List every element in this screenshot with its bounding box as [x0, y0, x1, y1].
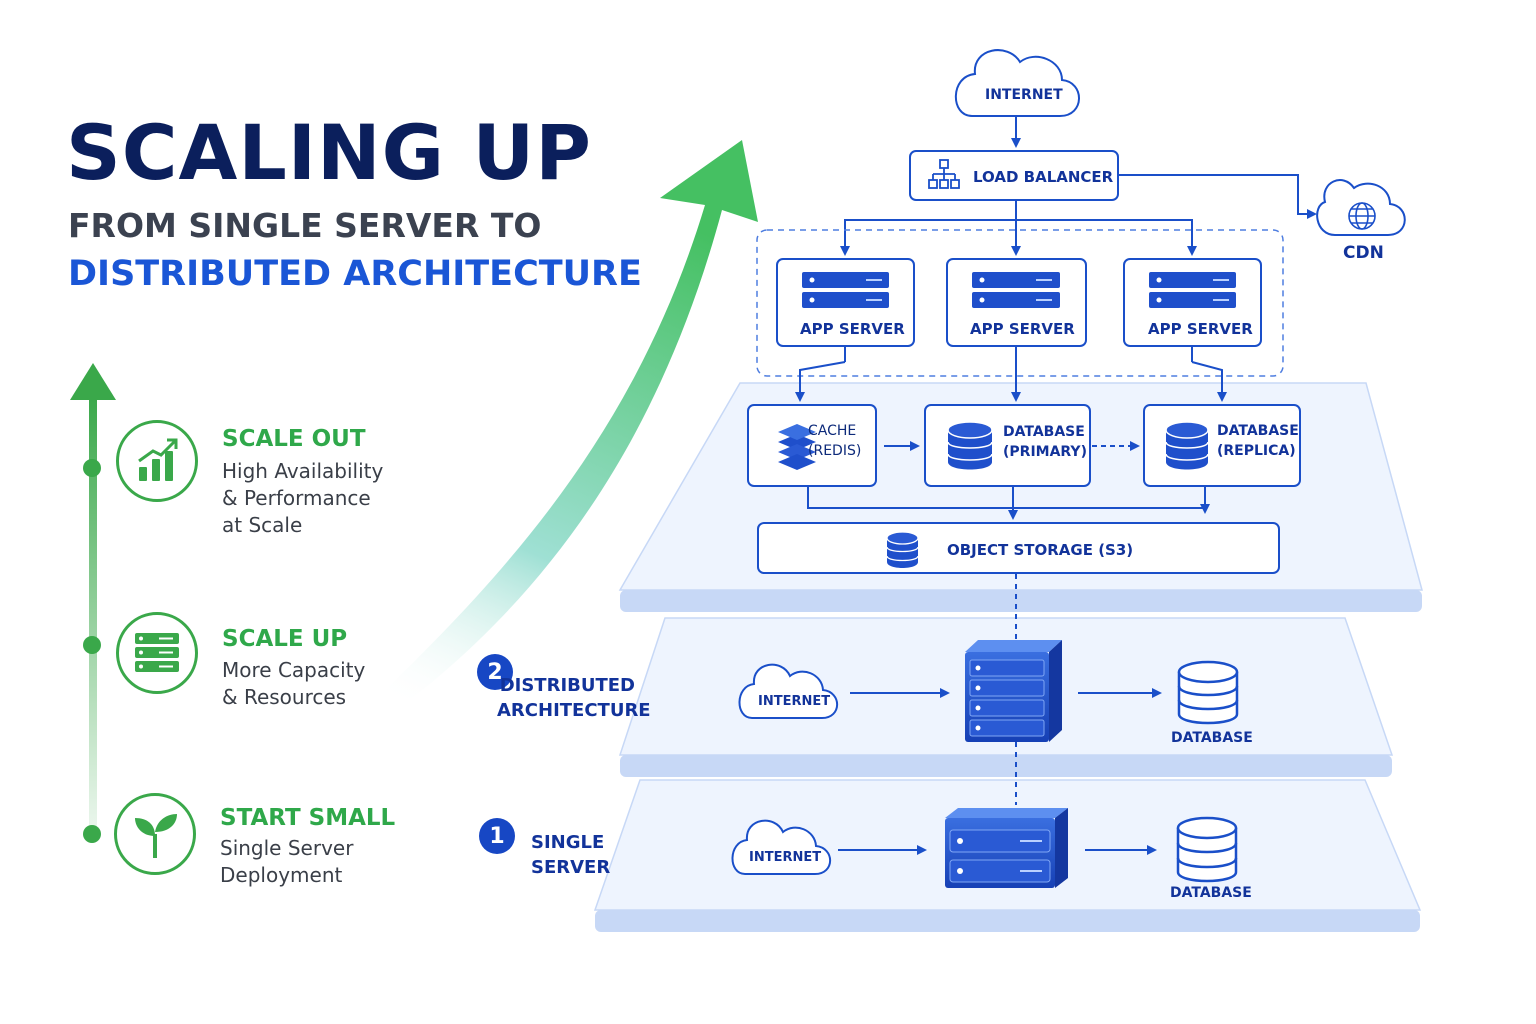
load-balancer-label: LOAD BALANCER — [973, 168, 1114, 186]
l1-internet-label: INTERNET — [749, 850, 822, 865]
l1-internet-cloud — [731, 819, 831, 875]
step-scale-up-desc: More Capacity & Resources — [222, 658, 366, 709]
step-scale-out-desc: High Availability & Performance at Scale — [222, 459, 384, 537]
app-server-label-2: APP SERVER — [970, 320, 1075, 338]
l1-database-icon — [1176, 816, 1238, 883]
app-server-box-1 — [776, 258, 915, 347]
l2-internet-label: INTERNET — [758, 694, 831, 709]
top-internet-cloud — [954, 49, 1080, 117]
scale-up-badge — [116, 612, 198, 694]
database-replica-icon — [1165, 421, 1209, 470]
app-server-box-3 — [1123, 258, 1262, 347]
level-2-number-badge: 2 — [477, 654, 513, 690]
network-tree-icon — [928, 159, 960, 189]
page-title: SCALING UP — [66, 108, 592, 197]
level-1-number-badge: 1 — [479, 818, 515, 854]
subtitle-line-1: FROM SINGLE SERVER TO — [68, 206, 542, 245]
db-primary-label-line-1: DATABASE — [1003, 424, 1085, 440]
db-replica-label-line-2: (REPLICA) — [1217, 443, 1296, 459]
storage-icon — [886, 531, 919, 568]
l2-server-rack-icon — [965, 640, 1062, 742]
l1-server-icon — [945, 808, 1068, 888]
db-replica-label-line-1: DATABASE — [1217, 423, 1299, 439]
scale-out-badge — [116, 420, 198, 502]
l2-database-label: DATABASE — [1171, 730, 1253, 746]
cdn-cloud-icon — [1316, 179, 1406, 236]
l2-database-icon — [1177, 660, 1239, 725]
cache-label-line-2: (REDIS) — [808, 443, 862, 459]
globe-icon — [1348, 202, 1376, 230]
db-replica-box — [1143, 404, 1301, 487]
app-server-box-2 — [946, 258, 1087, 347]
subtitle-line-2: DISTRIBUTED ARCHITECTURE — [68, 254, 642, 294]
step-start-small-desc: Single Server Deployment — [220, 836, 354, 887]
cdn-label: CDN — [1343, 243, 1384, 263]
level-1-label: SINGLE SERVER — [531, 832, 611, 878]
layers-icon — [778, 424, 816, 470]
object-storage-label: OBJECT STORAGE (S3) — [947, 541, 1134, 559]
app-server-label-3: APP SERVER — [1148, 320, 1253, 338]
step-scale-out-title: SCALE OUT — [222, 426, 366, 452]
database-icon — [947, 421, 993, 470]
level-2-label: DISTRIBUTED ARCHITECTURE — [497, 675, 651, 721]
cache-box — [747, 404, 877, 487]
db-primary-label-line-2: (PRIMARY) — [1003, 444, 1087, 460]
top-internet-label: INTERNET — [985, 87, 1063, 103]
start-small-badge — [114, 793, 196, 875]
db-primary-box — [924, 404, 1091, 487]
l1-database-label: DATABASE — [1170, 885, 1252, 901]
server-stack-icon — [135, 633, 179, 672]
cache-label-line-1: CACHE — [808, 423, 857, 439]
l2-internet-cloud — [738, 663, 838, 719]
app-server-label-1: APP SERVER — [800, 320, 905, 338]
step-scale-up-title: SCALE UP — [222, 626, 348, 652]
step-start-small-title: START SMALL — [220, 805, 396, 831]
growth-chart-icon — [138, 438, 178, 481]
object-storage-box — [757, 522, 1280, 574]
sprout-icon — [135, 814, 177, 858]
